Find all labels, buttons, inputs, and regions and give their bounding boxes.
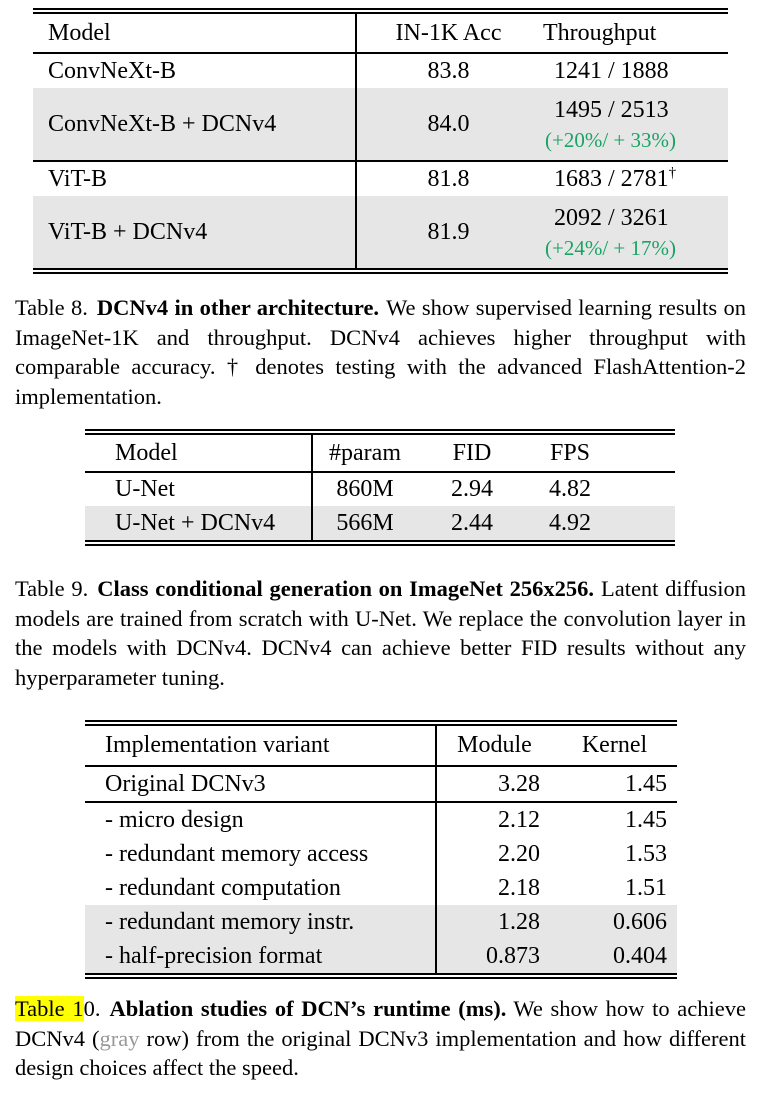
- table-bottom-rule: [85, 540, 675, 546]
- table-row-highlighted: - redundant memory instr. 1.28 0.606: [85, 905, 677, 939]
- column-header-module: Module: [457, 732, 532, 758]
- acc-cell: 81.8: [427, 165, 470, 192]
- model-cell: U-Net + DCNv4: [85, 506, 313, 540]
- table-row: - redundant memory access 2.20 1.53: [85, 837, 677, 871]
- model-cell: ViT-B + DCNv4: [33, 196, 357, 268]
- module-cell: 3.28: [498, 770, 540, 797]
- fps-cell: 4.82: [549, 476, 591, 502]
- table-10-caption: Table 10. Ablation studies of DCN’s runti…: [15, 994, 746, 1083]
- table-8-architecture-results: Model IN-1K Acc Throughput ConvNeXt-B 83…: [33, 8, 728, 274]
- table-header-row: Model IN-1K Acc Throughput: [33, 14, 728, 52]
- acc-cell: 83.8: [427, 57, 470, 84]
- column-header-variant: Implementation variant: [85, 726, 437, 765]
- model-cell: ConvNeXt-B: [33, 54, 357, 88]
- variant-cell: - redundant memory instr.: [85, 905, 437, 939]
- table-10-ablation-runtime: Implementation variant Module Kernel Ori…: [85, 720, 677, 979]
- caption-gray-word: gray: [99, 1025, 140, 1051]
- caption-label: Table 10.: [15, 996, 100, 1021]
- table-top-rule: [85, 720, 677, 726]
- kernel-cell: 1.51: [625, 874, 667, 901]
- caption-body-post: row) from the original DCNv3 implementat…: [15, 1025, 746, 1081]
- kernel-cell: 1.45: [625, 770, 667, 797]
- header-rule: [85, 471, 675, 473]
- table-row: - redundant computation 2.18 1.51: [85, 871, 677, 905]
- model-cell: ConvNeXt-B + DCNv4: [33, 88, 357, 160]
- table-row: U-Net 860M 2.94 4.82: [85, 473, 675, 506]
- caption-body-pre: We show how to achieve DCNv4 (: [15, 996, 746, 1051]
- table-9-caption: Table 9. Class conditional generation on …: [15, 574, 746, 692]
- caption-body: We show supervised learning results on I…: [15, 295, 746, 409]
- mid-rule: [33, 160, 728, 162]
- fid-cell: 2.94: [451, 476, 493, 502]
- throughput-gain-text: (+20%/ + 33%): [545, 127, 676, 152]
- table-row: ViT-B 81.8 1683 / 2781†: [33, 162, 728, 196]
- table-row: - micro design 2.12 1.45: [85, 803, 677, 837]
- param-cell: 566M: [336, 509, 394, 536]
- variant-cell: - redundant memory access: [85, 837, 437, 871]
- module-cell: 2.20: [498, 840, 540, 867]
- table-row: ConvNeXt-B 83.8 1241 / 1888: [33, 54, 728, 88]
- throughput-gain-text: (+24%/ + 17%): [545, 235, 676, 260]
- throughput-cell: 1495 / 2513 (+20%/ + 33%): [540, 94, 728, 155]
- table-9-generation-results: Model #param FID FPS U-Net 860M 2.94 4.8…: [85, 429, 675, 546]
- param-cell: 860M: [336, 476, 394, 502]
- caption-label: Table 8.: [15, 295, 88, 320]
- caption-label-rest: 0.: [83, 996, 101, 1021]
- column-header-model: Model: [85, 435, 313, 471]
- table-bottom-rule: [33, 268, 728, 274]
- caption-body: Latent diffusion models are trained from…: [15, 576, 746, 690]
- table-header-row: Implementation variant Module Kernel: [85, 726, 677, 765]
- table-reference-highlight[interactable]: Table 1: [15, 996, 84, 1021]
- table-top-rule: [33, 8, 728, 14]
- column-header-fid: FID: [452, 439, 492, 466]
- column-header-throughput: Throughput: [543, 19, 657, 46]
- throughput-cell: 1683 / 2781†: [540, 163, 728, 195]
- dagger-marker: †: [668, 165, 677, 181]
- table-top-rule: [85, 429, 675, 435]
- caption-title: DCNv4 in other architecture.: [96, 295, 380, 320]
- acc-cell: 81.9: [427, 218, 470, 245]
- variant-cell: Original DCNv3: [85, 767, 437, 801]
- fid-cell: 2.44: [451, 509, 493, 536]
- throughput-cell: 1241 / 1888: [554, 58, 669, 84]
- table-row-highlighted: U-Net + DCNv4 566M 2.44 4.92: [85, 506, 675, 540]
- fps-cell: 4.92: [549, 509, 591, 536]
- table-8-caption: Table 8. DCNv4 in other architecture.We s…: [15, 293, 746, 411]
- model-cell: ViT-B: [33, 162, 357, 196]
- kernel-cell: 0.404: [613, 942, 667, 969]
- caption-title: Class conditional generation on ImageNet…: [97, 576, 594, 601]
- column-header-fps: FPS: [549, 439, 591, 466]
- kernel-cell: 0.606: [613, 908, 667, 935]
- mid-rule: [85, 801, 677, 803]
- column-header-acc: IN-1K Acc: [395, 19, 502, 46]
- module-cell: 0.873: [486, 942, 540, 969]
- model-cell: U-Net: [85, 473, 313, 506]
- table-row: Original DCNv3 3.28 1.45: [85, 767, 677, 801]
- table-bottom-rule: [85, 973, 677, 979]
- header-rule: [33, 52, 728, 54]
- caption-label: Table 9.: [15, 576, 89, 601]
- variant-cell: - redundant computation: [85, 871, 437, 905]
- module-cell: 2.12: [498, 806, 540, 833]
- column-header-model: Model: [33, 14, 357, 52]
- module-cell: 2.18: [498, 874, 540, 901]
- kernel-cell: 1.53: [625, 840, 667, 867]
- table-row-highlighted: ViT-B + DCNv4 81.9 2092 / 3261 (+24%/ + …: [33, 196, 728, 268]
- table-row-highlighted: ConvNeXt-B + DCNv4 84.0 1495 / 2513 (+20…: [33, 88, 728, 160]
- column-header-param: #param: [329, 439, 401, 466]
- table-row-highlighted: - half-precision format 0.873 0.404: [85, 939, 677, 973]
- kernel-cell: 1.45: [625, 806, 667, 833]
- caption-title: Ablation studies of DCN’s runtime (ms).: [109, 996, 507, 1021]
- throughput-value: 1683 / 2781: [554, 166, 669, 192]
- table-header-row: Model #param FID FPS: [85, 435, 675, 471]
- throughput-cell: 2092 / 3261 (+24%/ + 17%): [540, 202, 728, 263]
- acc-cell: 84.0: [427, 110, 470, 137]
- header-rule: [85, 765, 677, 767]
- module-cell: 1.28: [498, 908, 540, 935]
- variant-cell: - half-precision format: [85, 939, 437, 973]
- column-header-kernel: Kernel: [581, 732, 648, 758]
- variant-cell: - micro design: [85, 803, 437, 837]
